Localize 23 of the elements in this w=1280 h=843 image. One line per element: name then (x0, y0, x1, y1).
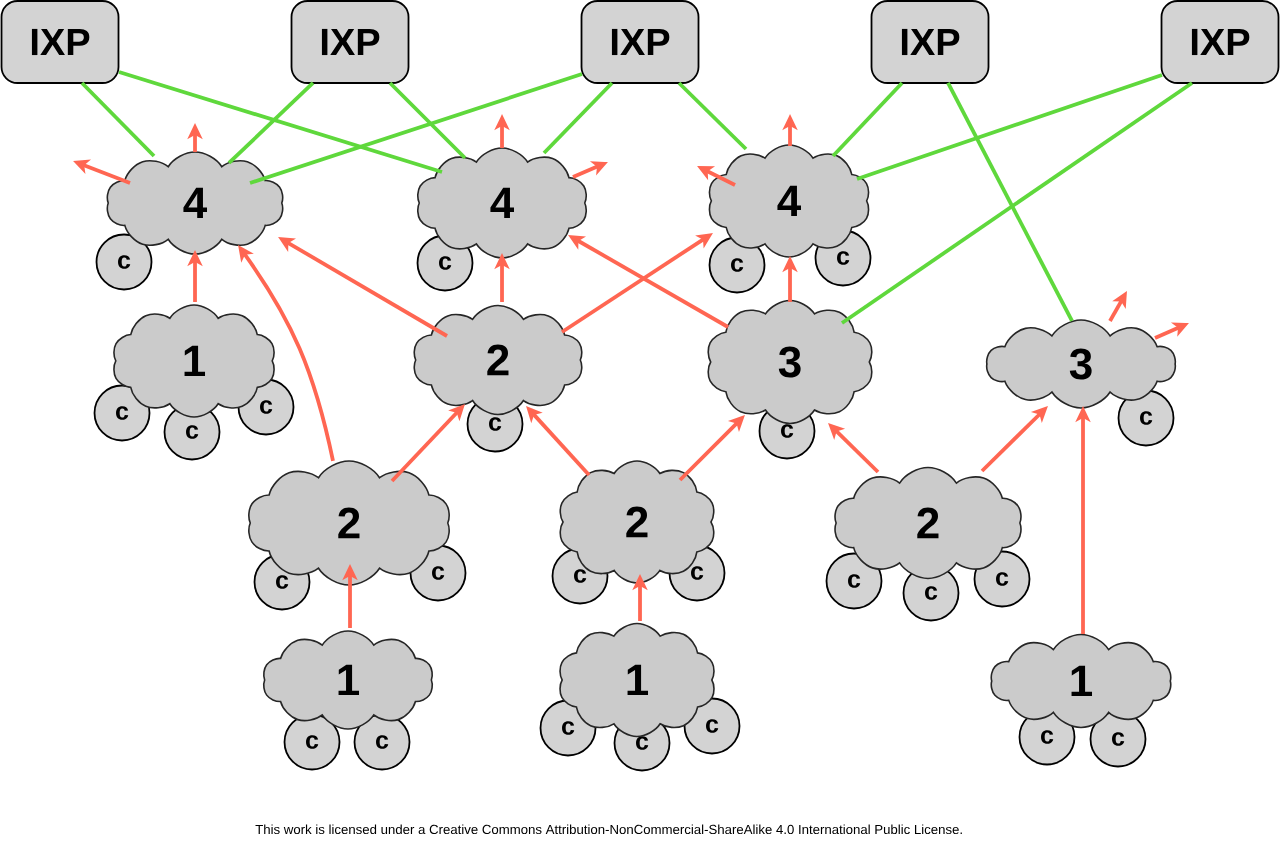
connector-line (227, 81, 315, 165)
cloud: 3 (985, 319, 1177, 409)
connector-line (80, 81, 156, 158)
cloud: 1 (990, 633, 1172, 729)
rounded-box: IXP (1160, 0, 1280, 84)
connector-line (946, 82, 1074, 322)
connector-line (840, 81, 1194, 325)
license-note: This work is licensed under a Creative Commons Attribution-NonCommercial-ShareAlike 4.0 International Public License. (255, 824, 962, 835)
connector-line (677, 81, 748, 151)
cloud: 3 (707, 299, 873, 425)
connector-line (542, 81, 614, 155)
connector-line (856, 73, 1163, 181)
rounded-box: IXP (290, 0, 410, 84)
rounded-box: IXP (0, 0, 120, 84)
rounded-box: IXP (870, 0, 990, 84)
cloud: 4 (106, 151, 284, 255)
cloud: 1 (262, 630, 434, 730)
connector-line (831, 81, 904, 158)
cloud: 2 (413, 304, 583, 416)
rounded-box: IXP (580, 0, 700, 84)
connector-line (249, 72, 583, 185)
connector-line (118, 70, 443, 174)
connector-line (388, 81, 467, 160)
